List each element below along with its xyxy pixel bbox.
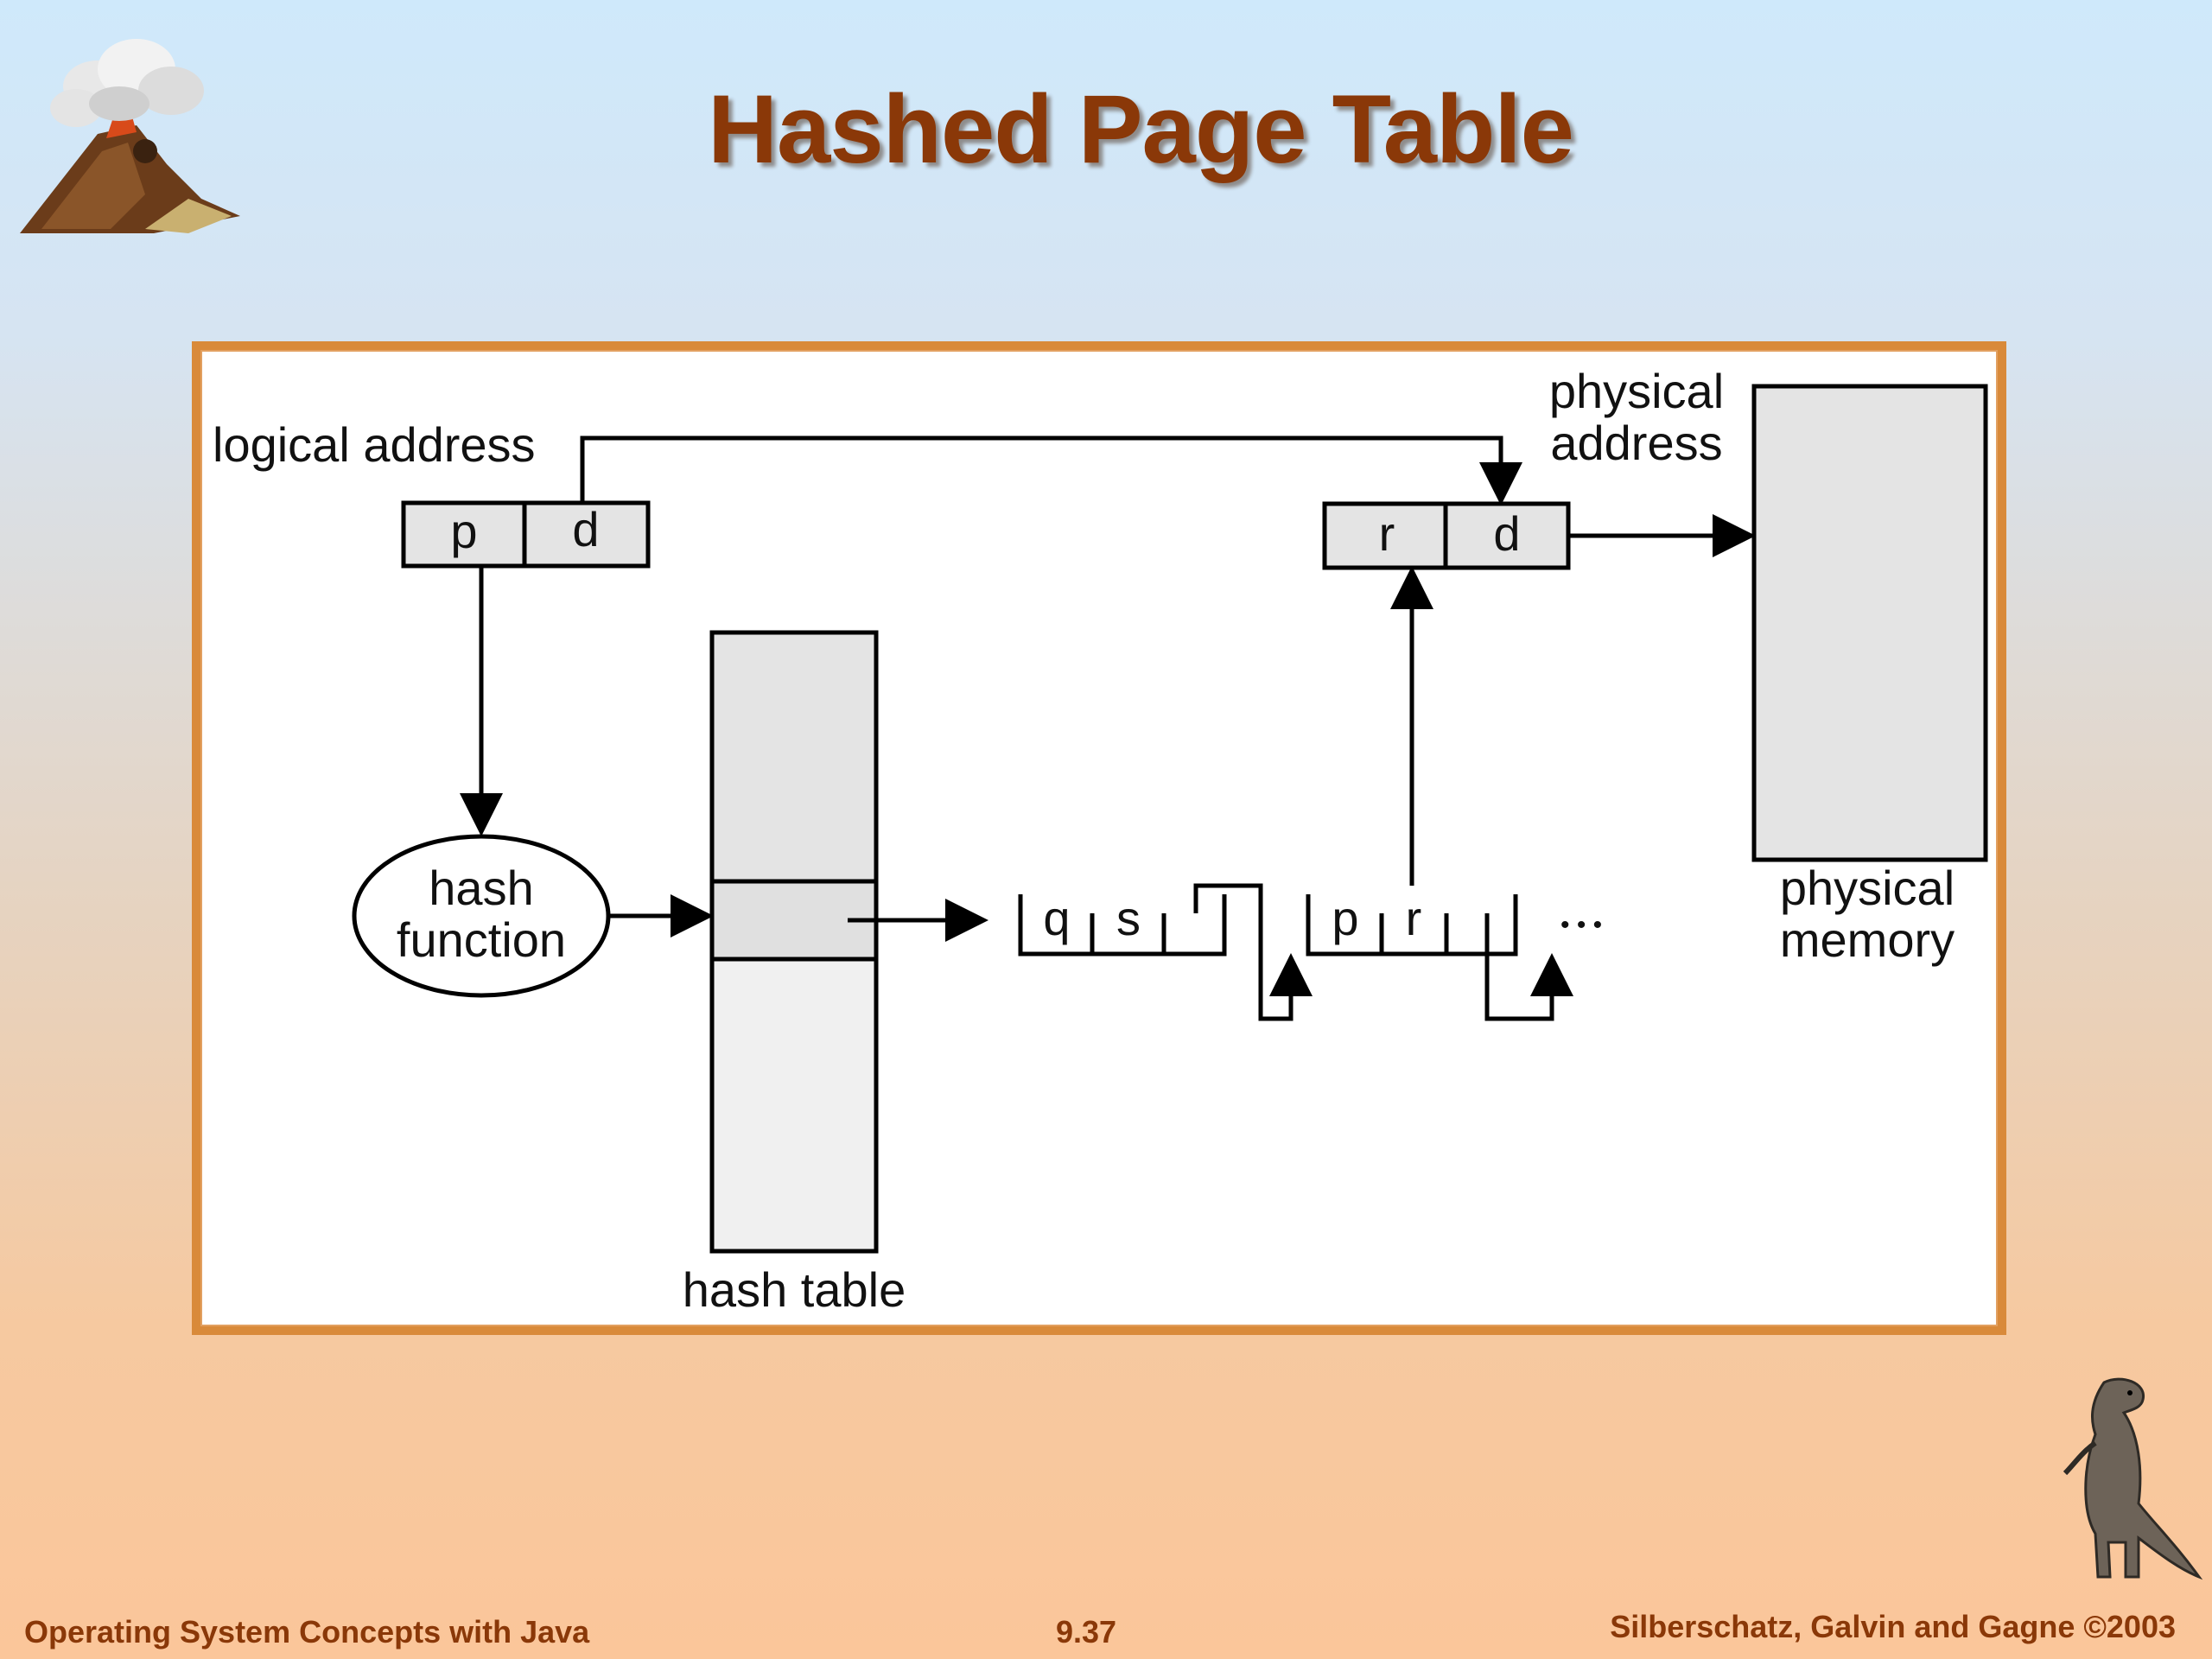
chain-node1-field1: q — [1043, 891, 1070, 945]
offset-arrow — [580, 435, 1522, 505]
physical-memory-box — [1751, 384, 1988, 862]
volcano-icon — [20, 39, 240, 233]
chain-node2-field1: p — [1332, 891, 1358, 945]
chain-ellipsis: • • • — [1560, 911, 1602, 939]
physical-d-label: d — [1493, 506, 1520, 561]
hashed-page-table-diagram: logical address p d physical address r d… — [213, 364, 1988, 1317]
diagram-canvas: logical address p d physical address r d… — [200, 350, 1998, 1326]
logical-p-label: p — [450, 504, 477, 558]
chain-node1-field2: s — [1116, 891, 1141, 945]
physical-memory-label-line2: memory — [1780, 912, 1955, 967]
hash-function-label-line2: function — [397, 912, 566, 967]
footer-center: 9.37 — [1056, 1614, 1117, 1649]
chain-node-2 — [1306, 894, 1573, 1021]
chain-node2-field2: r — [1406, 891, 1422, 945]
dinosaur-icon — [2063, 1377, 2203, 1580]
physical-memory-label-line1: physical — [1780, 861, 1955, 915]
hash-function-label-line1: hash — [429, 861, 533, 915]
hash-table-label: hash table — [683, 1262, 906, 1317]
logical-address-label: logical address — [213, 417, 536, 472]
physical-address-label-line1: physical — [1549, 364, 1724, 418]
footer-left: Operating System Concepts with Java — [24, 1614, 590, 1649]
diagram-frame: logical address p d physical address r d… — [192, 341, 2006, 1335]
footer-right: Silberschatz, Galvin and Gagne ©2003 — [1610, 1609, 2176, 1644]
physical-address-label-line2: address — [1550, 416, 1722, 470]
logical-d-label: d — [572, 502, 599, 556]
chain-node-1 — [1018, 883, 1313, 1021]
physical-r-label: r — [1379, 506, 1395, 561]
slide-title: Hashed Page Table — [708, 75, 1574, 183]
